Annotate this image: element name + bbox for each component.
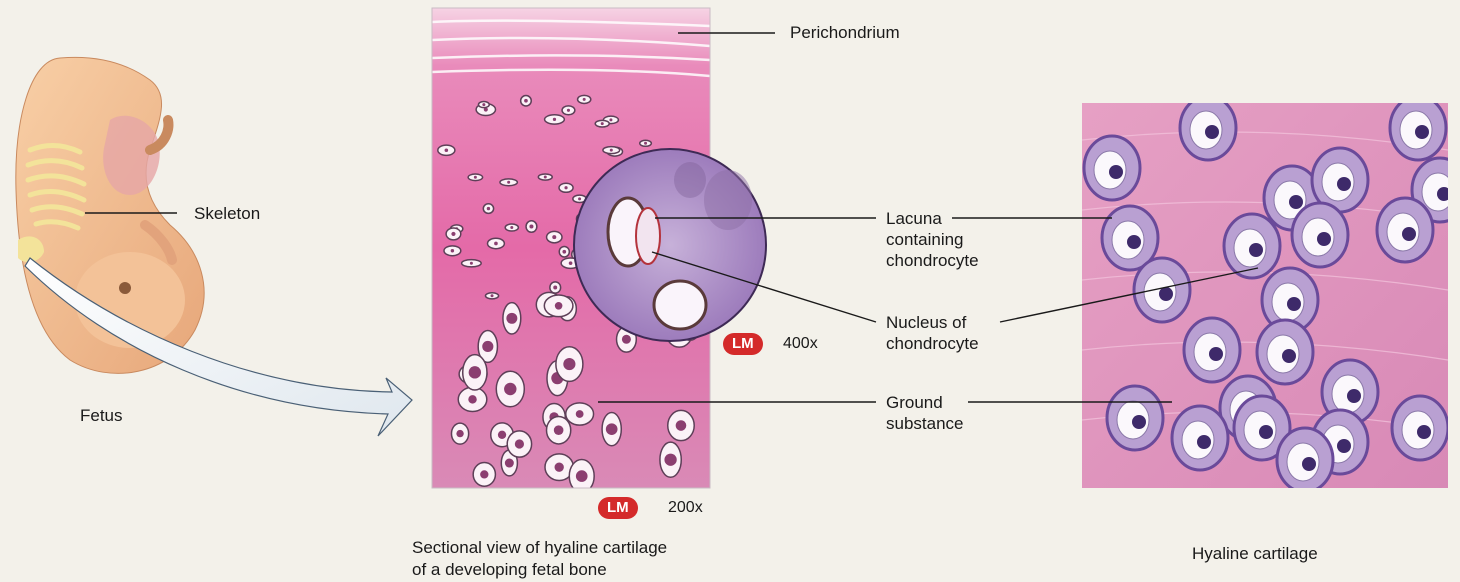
micrograph-nucleus bbox=[601, 122, 604, 125]
micrograph-nucleus bbox=[445, 148, 449, 152]
micrograph-nucleus bbox=[644, 142, 647, 145]
micrograph-nucleus bbox=[562, 250, 566, 254]
chondrocyte-nucleus bbox=[1127, 235, 1141, 249]
micrograph-nucleus bbox=[451, 232, 455, 236]
micrograph-nucleus bbox=[506, 313, 517, 324]
chondrocyte-nucleus bbox=[1415, 125, 1429, 139]
micrograph-nucleus bbox=[505, 459, 514, 468]
micrograph-nucleus bbox=[576, 470, 588, 482]
chondrocyte-nucleus bbox=[1109, 165, 1123, 179]
micrograph-nucleus bbox=[507, 181, 510, 184]
ground-substance-label: Ground substance bbox=[886, 392, 964, 434]
illustration-caption: Hyaline cartilage bbox=[1192, 543, 1318, 565]
micrograph-nucleus bbox=[554, 425, 564, 435]
micrograph-nucleus bbox=[576, 410, 584, 418]
micrograph-nucleus bbox=[606, 423, 618, 435]
chondrocyte-nucleus bbox=[1159, 287, 1173, 301]
chondrocyte-nucleus bbox=[1302, 457, 1316, 471]
chondrocyte-nucleus bbox=[1417, 425, 1431, 439]
micrograph-nucleus bbox=[470, 262, 473, 265]
chondrocyte-nucleus bbox=[1289, 195, 1303, 209]
chondrocyte-nucleus bbox=[1337, 177, 1351, 191]
micrograph-nucleus bbox=[664, 454, 676, 466]
micrograph-nucleus bbox=[474, 176, 477, 179]
chondrocyte-nucleus bbox=[1287, 297, 1301, 311]
fetus-label: Fetus bbox=[80, 405, 123, 426]
nucleus-label: Nucleus of chondrocyte bbox=[886, 312, 979, 354]
chondrocyte-nucleus bbox=[1347, 389, 1361, 403]
lm-badge-inset: LM bbox=[723, 333, 763, 355]
micrograph-nucleus bbox=[552, 235, 556, 239]
perichondrium-label: Perichondrium bbox=[790, 22, 900, 43]
chondrocyte-nucleus bbox=[1282, 349, 1296, 363]
lm-badge-main: LM bbox=[598, 497, 638, 519]
micrograph-nucleus bbox=[553, 118, 556, 121]
chondrocyte-nucleus bbox=[1205, 125, 1219, 139]
lacuna-label: Lacuna containing chondrocyte bbox=[886, 208, 979, 271]
micrograph-nucleus bbox=[563, 358, 575, 370]
micrograph-nucleus bbox=[555, 302, 563, 310]
micrograph-nucleus bbox=[456, 430, 463, 437]
micrograph-nucleus bbox=[504, 383, 516, 395]
chondrocyte-nucleus bbox=[1337, 439, 1351, 453]
micrograph-nucleus bbox=[510, 226, 513, 229]
hyaline-illustration bbox=[1082, 96, 1460, 492]
chondrocyte-nucleus bbox=[1197, 435, 1211, 449]
micrograph-nucleus bbox=[482, 103, 485, 106]
micrograph-nucleus bbox=[553, 286, 557, 290]
micrograph-nucleus bbox=[529, 224, 533, 228]
skeleton-label: Skeleton bbox=[194, 203, 260, 224]
chondrocyte-nucleus bbox=[1249, 243, 1263, 257]
chondrocyte-nucleus bbox=[1132, 415, 1146, 429]
micrograph-nucleus bbox=[564, 186, 567, 189]
chondrocyte-nucleus bbox=[1402, 227, 1416, 241]
chondrocyte-nucleus bbox=[1437, 187, 1451, 201]
micrograph-nucleus bbox=[676, 420, 687, 431]
micrograph-nucleus bbox=[515, 439, 524, 448]
magnification-main: 200x bbox=[668, 497, 703, 519]
micrograph-nucleus bbox=[487, 207, 490, 210]
micrograph-nucleus bbox=[567, 109, 570, 112]
chondrocyte-nucleus bbox=[1317, 232, 1331, 246]
micrograph-nucleus bbox=[491, 294, 494, 297]
section-caption: Sectional view of hyaline cartilage of a… bbox=[412, 537, 667, 581]
magnification-inset: 400x bbox=[783, 333, 818, 355]
chondrocyte-nucleus bbox=[1259, 425, 1273, 439]
micrograph-nucleus bbox=[524, 99, 528, 103]
micrograph-nucleus bbox=[622, 335, 631, 344]
inset-400x bbox=[574, 149, 766, 341]
micrograph-nucleus bbox=[480, 470, 488, 478]
micrograph-nucleus bbox=[498, 431, 506, 439]
micrograph-nucleus bbox=[583, 98, 586, 101]
micrograph-nucleus bbox=[610, 149, 613, 152]
micrograph-nucleus bbox=[451, 249, 454, 252]
micrograph-nucleus bbox=[569, 261, 573, 265]
micrograph-nucleus bbox=[482, 341, 493, 352]
micrograph-nucleus bbox=[544, 176, 547, 179]
chondrocyte-nucleus bbox=[1209, 347, 1223, 361]
micrograph-nucleus bbox=[468, 395, 476, 403]
micrograph-nucleus bbox=[578, 197, 581, 200]
micrograph-nucleus bbox=[609, 118, 612, 121]
micrograph-nucleus bbox=[494, 242, 498, 246]
micrograph-nucleus bbox=[469, 366, 481, 378]
micrograph-nucleus bbox=[555, 462, 564, 471]
